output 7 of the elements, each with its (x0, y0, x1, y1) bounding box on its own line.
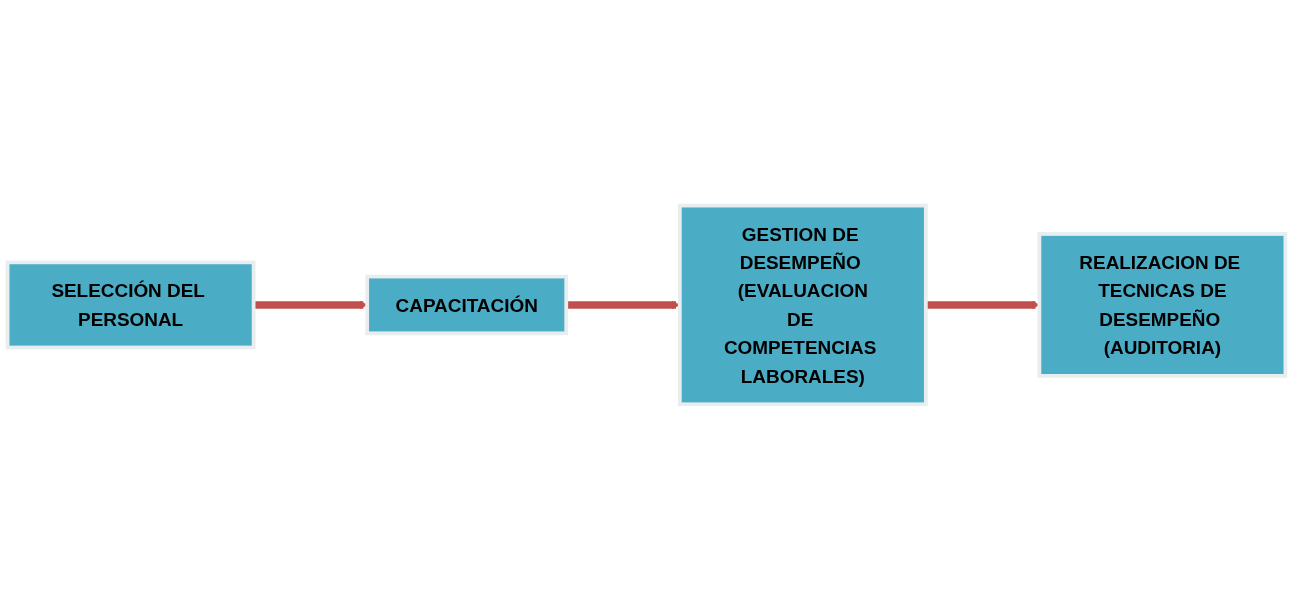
node-box: SELECCIÓN DEL PERSONAL (5, 260, 256, 349)
arrow (925, 300, 1040, 309)
arrow (253, 300, 368, 309)
arrow (566, 300, 681, 309)
node-box: GESTION DE DESEMPEÑO (EVALUACION DE COMPETENCIAS LABORALES) (677, 203, 928, 406)
node-box: REALIZACION DE TECNICAS DE DESEMPEÑO (AUDITORIA) (1037, 231, 1288, 378)
node-box: CAPACITACIÓN (365, 274, 569, 335)
